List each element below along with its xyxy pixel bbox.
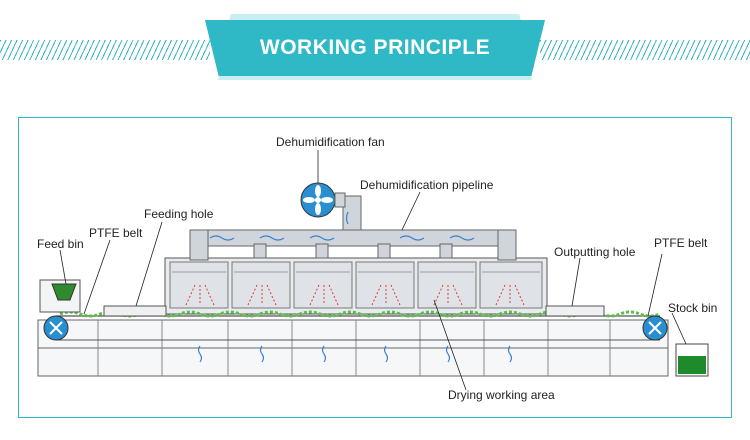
label-ptfe-belt-left: PTFE belt xyxy=(89,226,143,240)
stock-bin xyxy=(675,343,709,377)
leader-lines xyxy=(59,150,687,391)
label-dehumidification-fan: Dehumidification fan xyxy=(276,135,385,149)
label-feeding-hole: Feeding hole xyxy=(144,207,214,221)
roller-icon xyxy=(43,315,668,341)
feeding-hole xyxy=(103,305,167,317)
label-ptfe-belt-right: PTFE belt xyxy=(654,236,708,250)
label-feed-bin: Feed bin xyxy=(37,237,84,251)
label-outputting-hole: Outputting hole xyxy=(554,245,636,259)
label-stock-bin: Stock bin xyxy=(668,301,718,315)
dehumidification-pipeline xyxy=(189,195,517,261)
label-dehumidification-pipeline: Dehumidification pipeline xyxy=(360,178,494,192)
machine-frame xyxy=(37,319,669,377)
header-hatch-right xyxy=(540,40,750,60)
feed-bin xyxy=(39,279,81,313)
label-drying-working-area: Drying working area xyxy=(448,388,555,402)
drying-cabinet xyxy=(164,257,548,315)
outputting-hole xyxy=(545,305,605,317)
page-title: WORKING PRINCIPLE xyxy=(205,20,545,76)
header-hatch-left xyxy=(0,40,210,60)
fan-icon xyxy=(300,182,346,218)
steam-marks xyxy=(197,345,513,363)
